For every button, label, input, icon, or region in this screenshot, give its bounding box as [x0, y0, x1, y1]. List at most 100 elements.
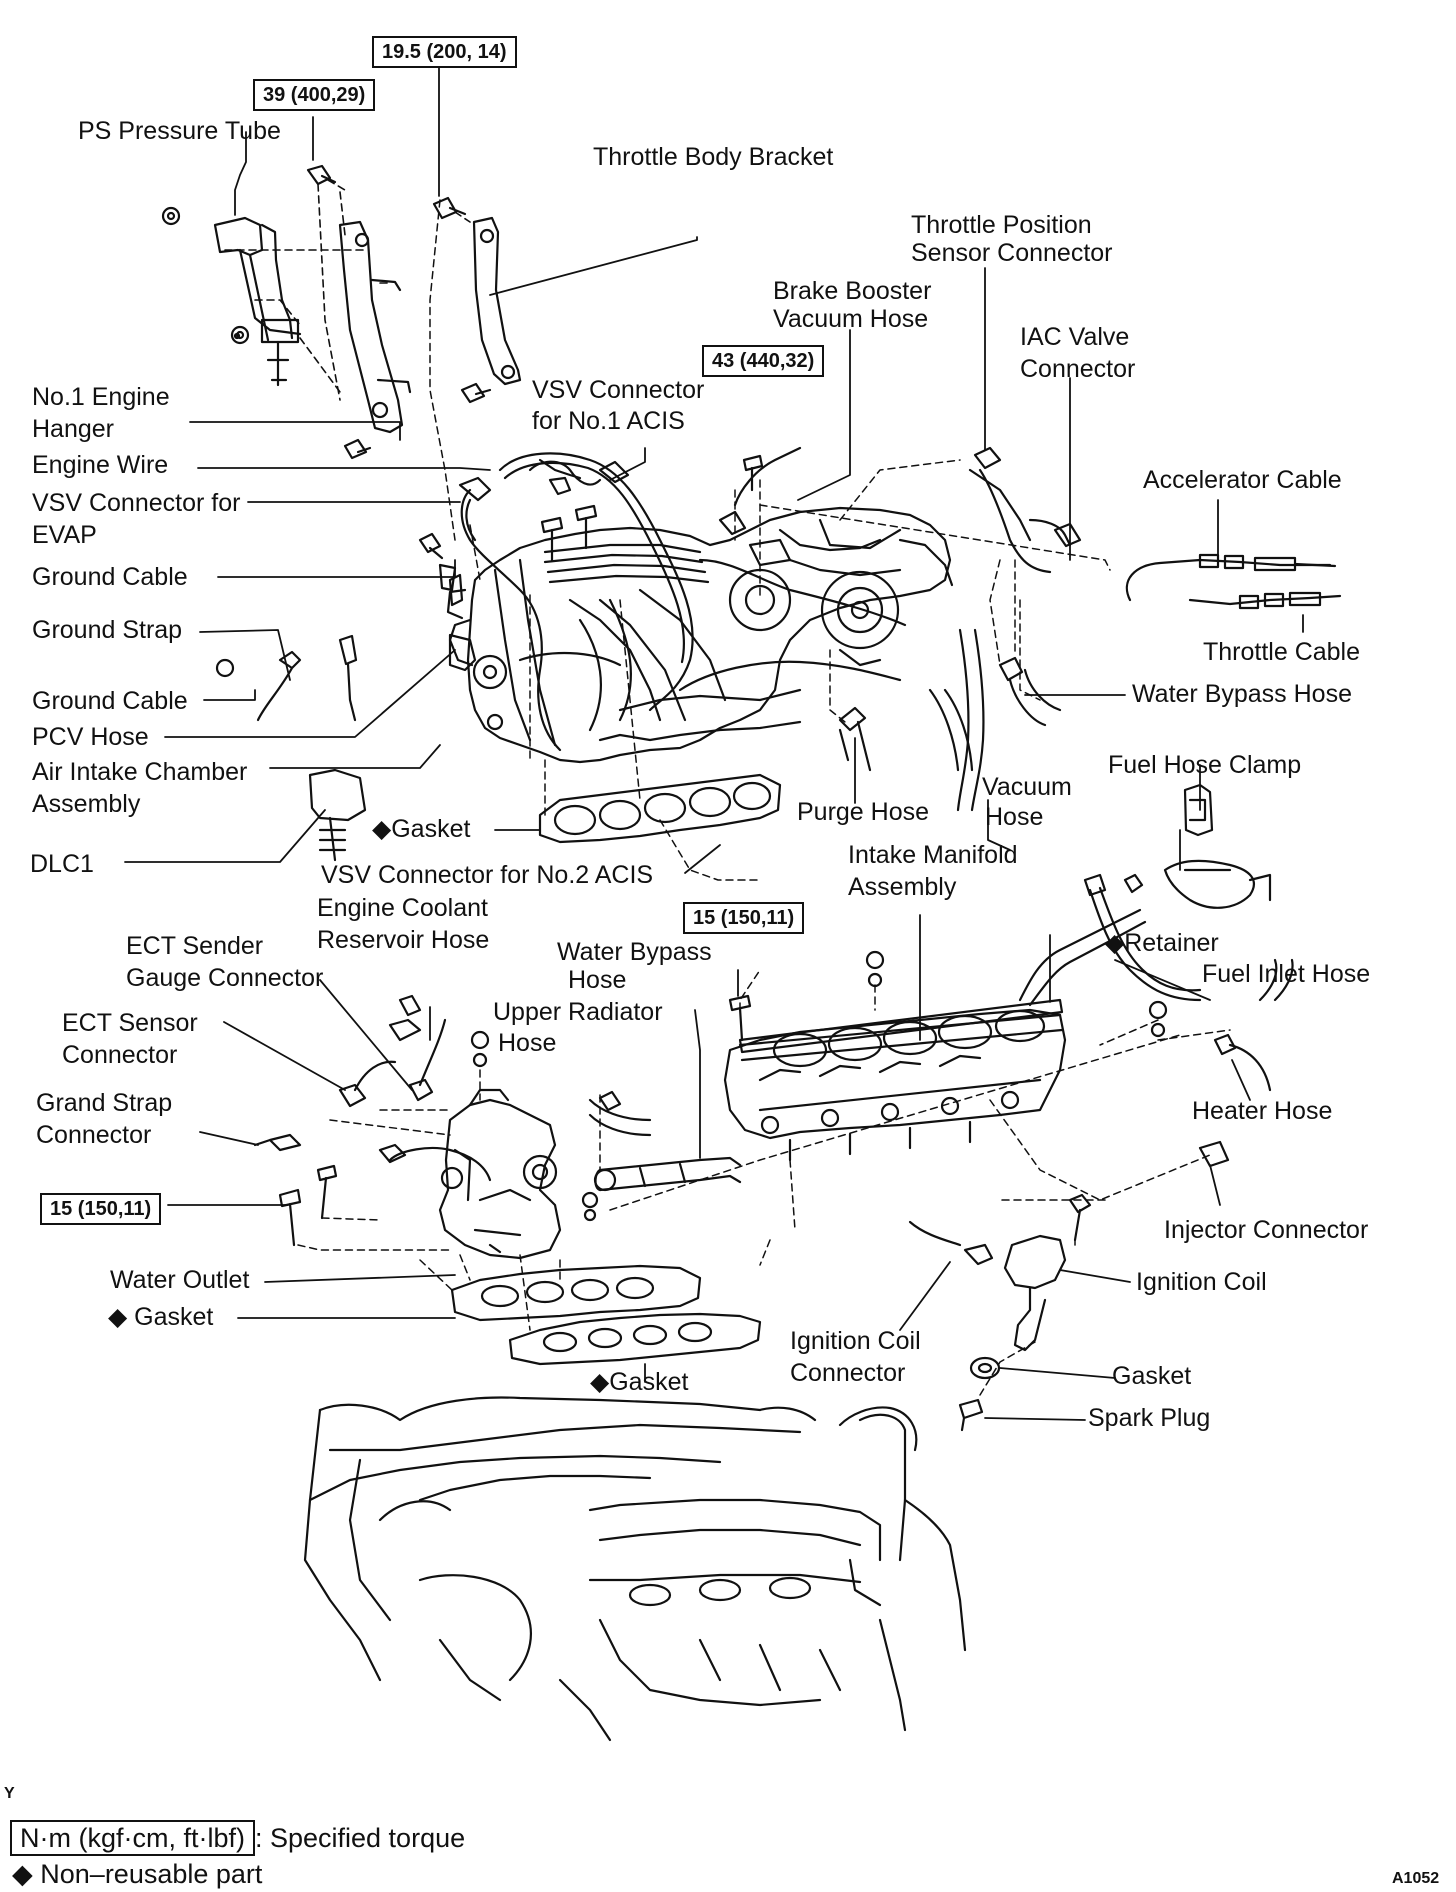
label-retainer: ◆Retainer	[1105, 929, 1219, 957]
label-vsv-connector-acis2: VSV Connector for No.2 ACIS	[321, 861, 654, 889]
pcv-ground-items-drawing	[215, 573, 622, 722]
spark-plug-drawing	[958, 1356, 1001, 1432]
label-ect-sensor-connector: ECT Sensor	[62, 1009, 198, 1037]
label-tps-connector: Throttle Position	[911, 211, 1092, 239]
label-ps-pressure-tube: PS Pressure Tube	[78, 117, 281, 145]
legend-torque-text: : Specified torque	[254, 1823, 466, 1853]
label-vsv-connector-acis1: VSV Connector	[532, 376, 705, 404]
label-iac-valve-connector: Connector	[1020, 355, 1136, 383]
intake-manifold-drawing	[723, 1008, 1067, 1162]
label-throttle-cable: Throttle Cable	[1203, 638, 1361, 666]
label-pcv-hose: PCV Hose	[32, 723, 149, 751]
label-ground-cable: Ground Cable	[32, 563, 188, 591]
corner-mark-left: Y	[4, 1785, 15, 1802]
label-ignition-coil-connector: Ignition Coil	[790, 1327, 921, 1355]
legend-torque: N·m (kgf·cm, ft·lbf): Specified torque	[10, 1820, 465, 1856]
throttle-cable-drawing	[1125, 553, 1342, 610]
torque-spec-box: 19.5 (200, 14)	[372, 36, 517, 68]
label-accelerator-cable: Accelerator Cable	[1143, 466, 1342, 494]
label-brake-booster-vacuum-hose: Brake Booster	[773, 277, 932, 305]
injector-connector-drawing	[1198, 1140, 1230, 1168]
label-purge-hose: Purge Hose	[797, 798, 930, 826]
label-water-bypass-hose-2: Water Bypass	[557, 938, 712, 966]
top-dashed-guides	[224, 179, 471, 401]
label-fuel-inlet-hose: Fuel Inlet Hose	[1202, 960, 1371, 988]
label-ect-sensor-connector: Connector	[62, 1041, 178, 1069]
label-grand-strap-connector: Connector	[36, 1121, 152, 1149]
label-gasket-2: ◆ Gasket	[108, 1303, 214, 1331]
label-engine-coolant-reservoir-hose: Reservoir Hose	[317, 926, 490, 954]
label-water-bypass-hose-2: Hose	[568, 966, 627, 994]
label-water-bypass-hose: Water Bypass Hose	[1132, 680, 1352, 708]
label-ground-cable-2: Ground Cable	[32, 687, 188, 715]
label-heater-hose: Heater Hose	[1192, 1097, 1333, 1125]
label-ect-sender-gauge-connector: Gauge Connector	[126, 964, 324, 992]
coolant-sensor-drawing	[253, 994, 492, 1182]
top-bolts	[233, 164, 492, 460]
label-vsv-connector-acis1: for No.1 ACIS	[532, 407, 685, 435]
label-vsv-connector-evap: VSV Connector for	[32, 489, 241, 517]
corner-mark-right: A1052	[1392, 1870, 1440, 1887]
lower-gasket-2-drawing	[508, 1312, 762, 1366]
label-vacuum-hose: Vacuum	[982, 773, 1072, 801]
engine-block-drawing	[303, 1396, 967, 1742]
label-throttle-body-bracket: Throttle Body Bracket	[593, 143, 834, 171]
purge-hose-drawing	[838, 706, 872, 772]
water-outlet-drawing	[438, 1088, 562, 1260]
torque-spec-box: 15 (150,11)	[683, 902, 805, 934]
dlc1-drawing	[308, 768, 367, 862]
torque-spec-box: 39 (400,29)	[253, 79, 376, 111]
air-intake-chamber-drawing	[446, 506, 954, 764]
fuel-rail-drawing	[738, 873, 1202, 1054]
engine-wire-harness-drawing	[460, 452, 907, 752]
water-bypass-hose-2-drawing	[593, 1156, 742, 1192]
label-vacuum-hose: Hose	[985, 803, 1044, 831]
leader-lines	[124, 58, 1304, 1421]
fuel-hose-clamp-drawing	[1123, 783, 1272, 909]
legend-torque-unit: N·m (kgf·cm, ft·lbf)	[10, 1820, 255, 1856]
ps-pressure-tube-drawing	[161, 206, 302, 387]
label-intake-manifold-assembly: Intake Manifold	[848, 841, 1018, 869]
label-dlc1: DLC1	[30, 850, 94, 878]
throttle-body-bracket-drawing	[472, 216, 522, 386]
vacuum-hose-drawing	[928, 628, 1062, 812]
ignition-coil-drawing	[908, 1193, 1092, 1352]
label-gasket-3: ◆Gasket	[590, 1368, 689, 1396]
label-vsv-connector-evap: EVAP	[32, 521, 97, 549]
label-grand-strap-connector: Grand Strap	[36, 1089, 173, 1117]
dashed-alignment-lines	[297, 199, 1231, 1396]
label-no1-engine-hanger: Hanger	[32, 415, 114, 443]
label-water-outlet: Water Outlet	[110, 1266, 250, 1294]
label-engine-wire: Engine Wire	[32, 451, 169, 479]
upper-radiator-hose-drawing	[588, 1090, 652, 1137]
label-fuel-hose-clamp: Fuel Hose Clamp	[1108, 751, 1302, 779]
chamber-bolts	[418, 454, 764, 731]
upper-gasket-drawing	[538, 773, 782, 844]
label-intake-manifold-assembly: Assembly	[848, 873, 957, 901]
label-gasket: ◆Gasket	[372, 815, 471, 843]
label-spark-plug: Spark Plug	[1088, 1404, 1211, 1432]
lower-gasket-1-drawing	[450, 1264, 702, 1322]
label-air-intake-chamber: Assembly	[32, 790, 141, 818]
label-injector-connector: Injector Connector	[1164, 1216, 1369, 1244]
no1-engine-hanger-drawing	[338, 220, 412, 434]
label-no1-engine-hanger: No.1 Engine	[32, 383, 170, 411]
torque-spec-box: 15 (150,11)	[40, 1193, 162, 1225]
chamber-connectors	[458, 446, 1082, 574]
label-ect-sender-gauge-connector: ECT Sender	[126, 932, 264, 960]
label-ignition-coil-connector: Connector	[790, 1359, 906, 1387]
label-ignition-coil: Ignition Coil	[1136, 1268, 1267, 1296]
label-ground-strap: Ground Strap	[32, 616, 183, 644]
label-tps-connector: Sensor Connector	[911, 239, 1113, 267]
label-upper-radiator-hose: Hose	[498, 1029, 557, 1057]
label-engine-coolant-reservoir-hose: Engine Coolant	[317, 894, 488, 922]
label-brake-booster-vacuum-hose: Vacuum Hose	[773, 305, 929, 333]
label-air-intake-chamber: Air Intake Chamber	[32, 758, 248, 786]
legend-nonreusable: ◆ Non–reusable part	[12, 1859, 263, 1889]
label-gasket-4: Gasket	[1112, 1362, 1192, 1390]
label-upper-radiator-hose: Upper Radiator	[493, 998, 663, 1026]
torque-spec-box: 43 (440,32)	[702, 345, 825, 377]
heater-hose-drawing	[1213, 958, 1294, 1092]
label-iac-valve-connector: IAC Valve	[1020, 323, 1130, 351]
